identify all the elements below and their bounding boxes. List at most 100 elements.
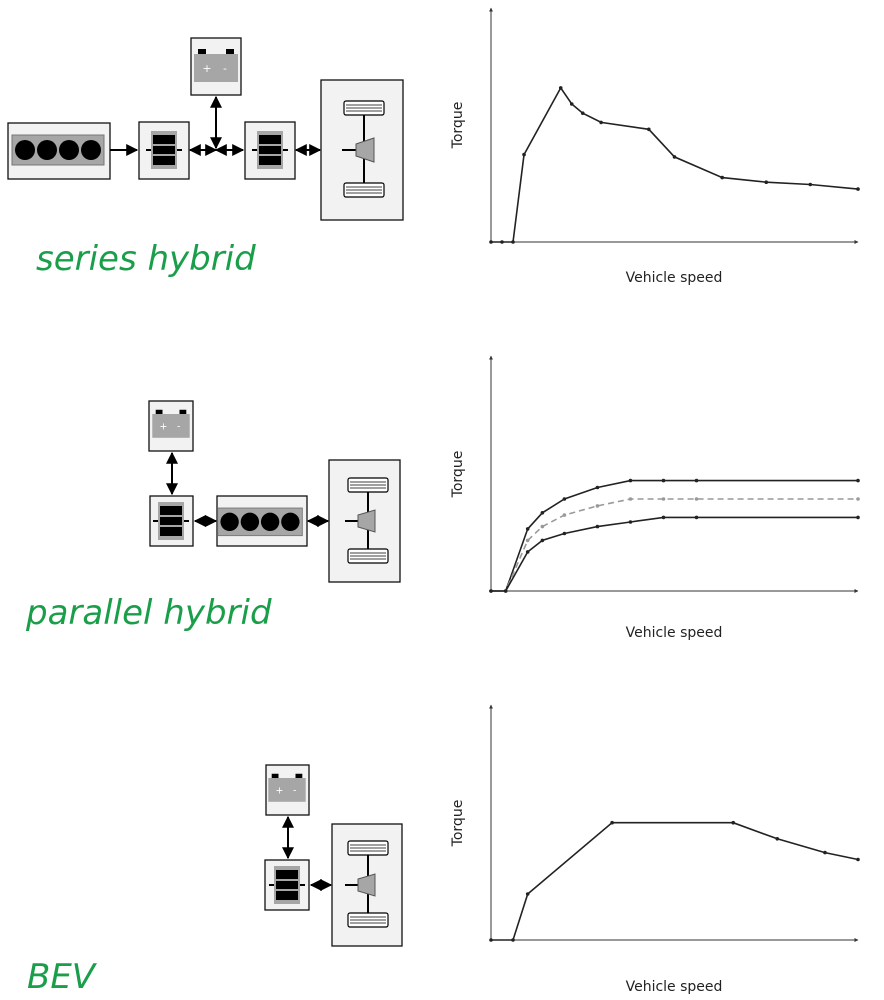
data-point xyxy=(661,497,666,501)
data-point xyxy=(628,520,633,524)
data-point xyxy=(525,538,530,543)
battery-icon: + - xyxy=(268,773,306,802)
wheel-icon xyxy=(347,548,389,564)
data-point xyxy=(525,527,530,531)
battery-icon: + - xyxy=(194,49,238,82)
torque-curve xyxy=(489,820,860,942)
parallel-hybrid-diagram: + - xyxy=(148,400,401,583)
differential-icon xyxy=(357,873,376,897)
data-point xyxy=(525,550,530,554)
data-point xyxy=(503,589,508,593)
data-point xyxy=(558,86,563,90)
data-point xyxy=(694,497,699,501)
data-point xyxy=(580,111,585,115)
drivetrain-block xyxy=(331,823,403,947)
data-point xyxy=(694,515,699,520)
data-point xyxy=(731,820,736,825)
data-point xyxy=(856,497,860,501)
wheel-icon xyxy=(347,912,389,928)
data-point xyxy=(540,524,545,529)
battery-block: + - xyxy=(190,37,242,96)
series-line xyxy=(491,86,859,243)
svg-text:+: + xyxy=(202,62,211,75)
torque-curve xyxy=(489,478,860,593)
data-point xyxy=(595,504,600,508)
generator-block xyxy=(138,121,190,180)
data-point xyxy=(823,850,827,855)
data-point xyxy=(595,524,600,529)
drivetrain-block xyxy=(320,79,404,221)
data-point xyxy=(647,127,651,132)
section-label: series hybrid xyxy=(36,239,256,279)
data-point xyxy=(599,120,603,125)
data-point xyxy=(540,538,545,543)
chart-series-hybrid: Torque Vehicle speed xyxy=(450,7,860,286)
data-point xyxy=(720,175,725,180)
data-point xyxy=(562,497,567,501)
x-axis-label: Vehicle speed xyxy=(626,270,723,286)
data-point xyxy=(569,102,574,106)
series-line xyxy=(491,498,858,592)
svg-text:+: + xyxy=(159,421,167,432)
differential-icon xyxy=(357,509,376,533)
y-axis-label: Torque xyxy=(450,102,466,150)
motor-icon xyxy=(152,501,190,541)
motor-block xyxy=(264,859,310,911)
data-point xyxy=(856,187,860,191)
data-point xyxy=(511,938,515,942)
data-point xyxy=(661,515,666,520)
svg-text:-: - xyxy=(293,785,296,796)
section-label: parallel hybrid xyxy=(25,593,272,633)
chart-bev: Torque Vehicle speed xyxy=(450,704,860,995)
y-axis-label: Torque xyxy=(450,451,466,499)
engine-icon xyxy=(217,507,303,537)
data-point xyxy=(540,511,545,515)
data-point xyxy=(808,182,813,187)
bev-diagram: + - xyxy=(264,764,403,947)
data-point xyxy=(661,478,666,483)
differential-icon xyxy=(355,137,375,163)
motor-block xyxy=(149,495,194,547)
generator-icon xyxy=(145,130,183,170)
x-axis-label: Vehicle speed xyxy=(626,979,723,995)
engine-icon xyxy=(11,134,105,166)
engine-block xyxy=(7,122,111,180)
svg-text:+: + xyxy=(275,785,283,796)
series-line xyxy=(491,821,859,941)
battery-block: + - xyxy=(148,400,194,452)
data-point xyxy=(628,478,633,483)
wheel-icon xyxy=(343,100,385,116)
data-point xyxy=(595,485,600,490)
data-point xyxy=(511,240,515,244)
x-axis-label: Vehicle speed xyxy=(626,625,723,641)
data-point xyxy=(489,240,493,244)
data-point xyxy=(694,478,699,483)
svg-text:-: - xyxy=(177,421,180,432)
wheel-icon xyxy=(347,840,389,856)
data-point xyxy=(489,589,493,593)
data-point xyxy=(522,152,526,157)
data-point xyxy=(672,155,677,159)
engine-block xyxy=(216,495,308,547)
drivetrain-block xyxy=(328,459,401,583)
section-label: BEV xyxy=(27,957,98,997)
data-point xyxy=(500,240,504,244)
data-point xyxy=(489,938,493,942)
data-point xyxy=(764,180,769,184)
data-point xyxy=(856,857,860,862)
motor-block xyxy=(244,121,296,180)
data-point xyxy=(856,515,860,520)
data-point xyxy=(525,892,530,896)
motor-icon xyxy=(251,130,289,170)
motor-icon xyxy=(268,865,306,905)
data-point xyxy=(610,820,614,825)
wheel-icon xyxy=(347,477,389,493)
torque-curve xyxy=(489,86,860,244)
data-point xyxy=(775,837,780,841)
series-line xyxy=(491,479,858,592)
chart-parallel-hybrid: Torque Vehicle speed xyxy=(450,355,860,641)
battery-icon: + - xyxy=(152,409,190,438)
series-line xyxy=(491,516,858,592)
data-point xyxy=(562,531,567,536)
